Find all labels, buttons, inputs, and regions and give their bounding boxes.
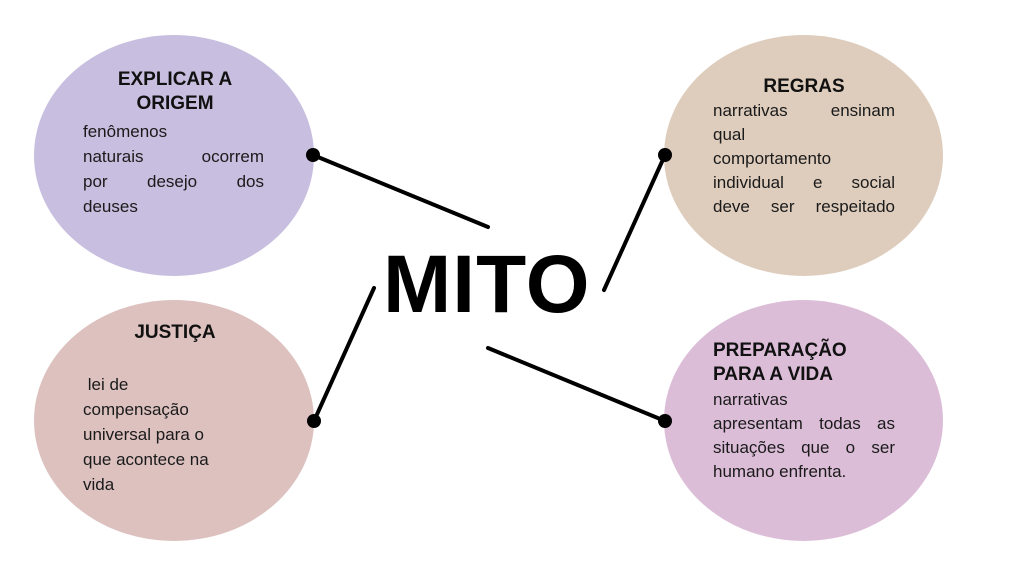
node-regras-title: REGRAS (713, 75, 895, 99)
body-line: narrativas (713, 390, 788, 409)
connector-justica (312, 286, 376, 423)
body-line: humano enfrenta. (713, 462, 847, 481)
connector-dot (306, 148, 320, 162)
node-justica-title: JUSTIÇA (100, 321, 250, 345)
title-line: EXPLICAR A (117, 69, 233, 90)
connector-dot (307, 414, 321, 428)
node-explicar-title: EXPLICAR A ORIGEM (90, 68, 260, 116)
body-line: deve ser respeitado (713, 197, 895, 216)
title-line: PREPARAÇÃO (713, 340, 847, 361)
node-justica-ellipse (34, 300, 314, 541)
body-line: qual (713, 125, 746, 144)
title-line: REGRAS (763, 76, 845, 97)
body-line: fenômenos (83, 122, 168, 141)
connector-regras (602, 153, 667, 292)
body-line: apresentam todas as (713, 414, 895, 433)
node-regras-ellipse (664, 35, 943, 276)
node-regras-body: narrativas ensinam qual comportamento in… (713, 98, 895, 218)
body-line: situações que o ser (713, 438, 895, 457)
title-line: ORIGEM (136, 93, 214, 114)
body-line: comportamento (713, 149, 832, 168)
body-line: lei de (83, 375, 129, 394)
connector-preparacao (486, 346, 667, 423)
body-line: que acontece na (83, 450, 209, 469)
body-line: vida (83, 475, 115, 494)
body-line: narrativas ensinam (713, 101, 895, 120)
body-line: individual e social (713, 173, 895, 192)
node-explicar-ellipse (34, 35, 314, 276)
title-line: JUSTIÇA (134, 322, 216, 343)
node-explicar-body: fenômenos naturais ocorrem por desejo do… (83, 119, 264, 219)
body-line: universal para o (83, 425, 204, 444)
connector-explicar (311, 153, 490, 229)
node-preparacao-title: PREPARAÇÃO PARA A VIDA (713, 339, 903, 387)
center-title: MITO (383, 239, 591, 330)
body-line: naturais ocorrem (83, 147, 264, 166)
body-line: por desejo dos (83, 172, 264, 191)
node-justica-body: lei de compensação universal para o que … (83, 372, 273, 497)
node-preparacao-ellipse (664, 300, 943, 541)
connector-dot (658, 414, 672, 428)
body-line: compensação (83, 400, 189, 419)
title-line: PARA A VIDA (713, 364, 833, 385)
body-line: deuses (83, 197, 138, 216)
connector-dot (658, 148, 672, 162)
node-preparacao-body: narrativas apresentam todas as situações… (713, 387, 895, 483)
